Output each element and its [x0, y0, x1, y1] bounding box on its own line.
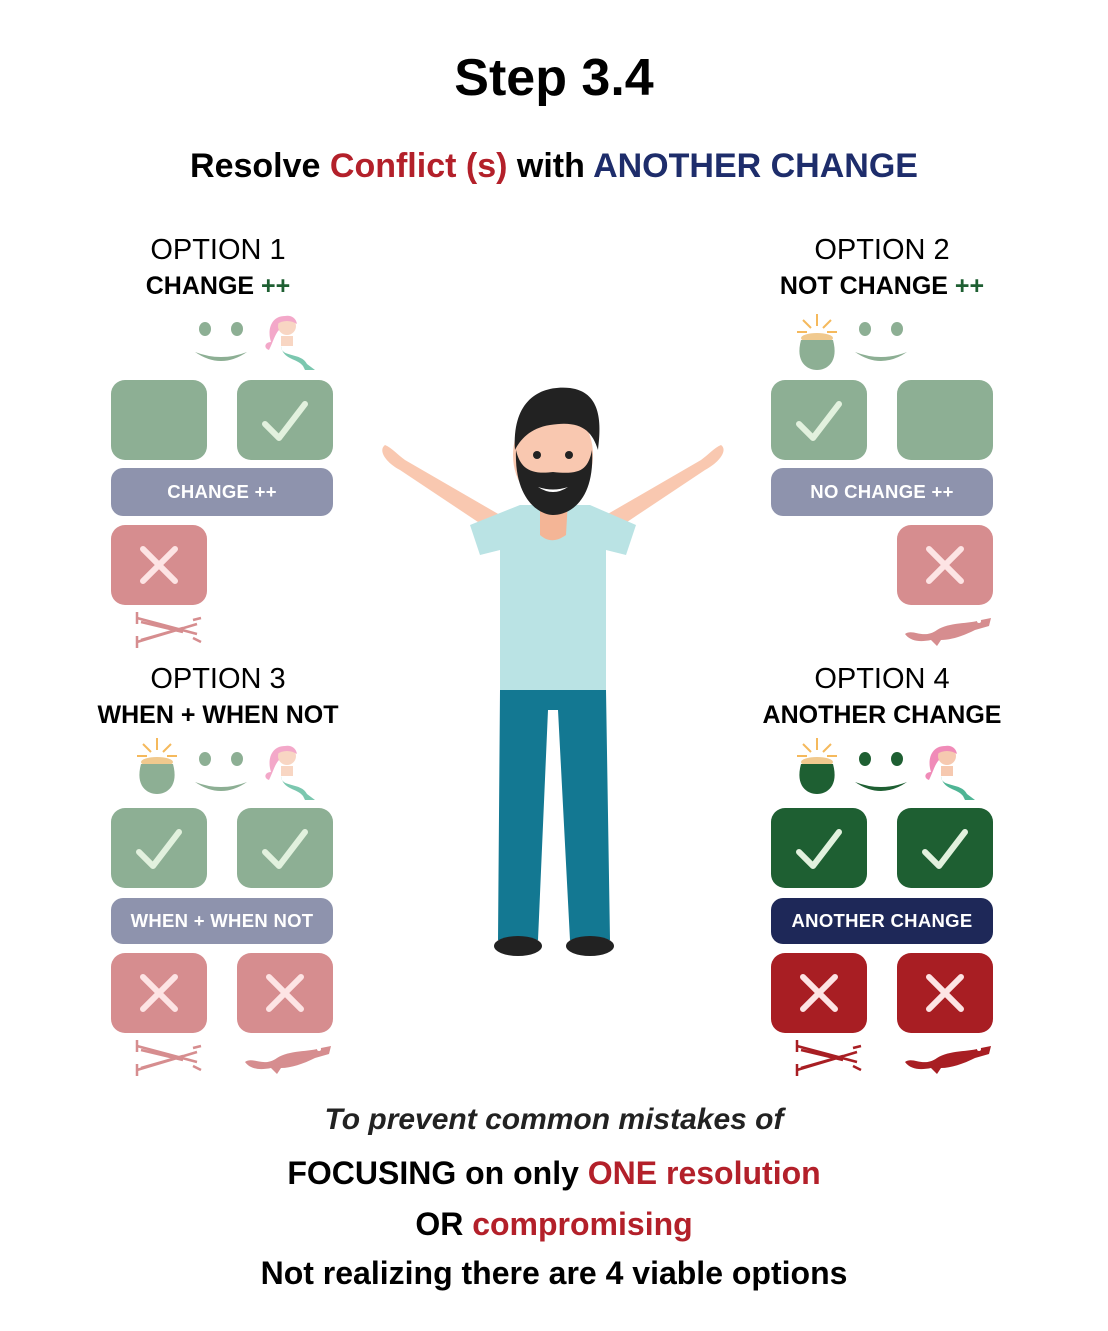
right-shoe [566, 936, 614, 956]
green-box [897, 380, 993, 460]
shirt [470, 505, 636, 695]
option-2-panel: NO CHANGE ++ [771, 312, 993, 652]
crutches-icon [133, 610, 203, 650]
x-box [771, 953, 867, 1033]
check-box [897, 808, 993, 888]
option-1-panel: CHANGE ++ [111, 312, 333, 652]
check-box [111, 808, 207, 888]
green-box [111, 380, 207, 460]
x-icon [917, 537, 973, 593]
left-shoe [494, 936, 542, 956]
arms [382, 445, 724, 530]
smile-icon [855, 752, 907, 796]
option-4-header: OPTION 4 ANOTHER CHANGE [722, 661, 1042, 733]
x-icon [131, 965, 187, 1021]
mermaid-icon [261, 312, 321, 376]
crocodile-icon [243, 1040, 333, 1076]
check-icon [257, 820, 313, 876]
option-name: CHANGE ++ [58, 268, 378, 304]
x-box [237, 953, 333, 1033]
mermaid-icon [261, 742, 321, 806]
check-icon [791, 820, 847, 876]
x-icon [257, 965, 313, 1021]
option-3-panel: WHEN + WHEN NOT [111, 740, 333, 1080]
check-icon [131, 820, 187, 876]
option-name: NOT CHANGE ++ [722, 268, 1042, 304]
page-title: Step 3.4 [454, 49, 654, 107]
option-bar: ANOTHER CHANGE [771, 898, 993, 944]
crutches-icon [793, 1038, 863, 1078]
check-icon [791, 392, 847, 448]
option-number: OPTION 3 [150, 663, 286, 695]
check-box [771, 380, 867, 460]
smile-icon [195, 322, 247, 366]
option-3-header: OPTION 3 WHEN + WHEN NOT [58, 661, 378, 733]
crocodile-icon [903, 1040, 993, 1076]
check-icon [917, 820, 973, 876]
x-icon [791, 965, 847, 1021]
option-number: OPTION 2 [814, 234, 950, 266]
plus-sign: ++ [261, 272, 291, 300]
pants [498, 690, 610, 940]
footer-highlight: compromising [472, 1206, 693, 1242]
footer-line-2: FOCUSING on only ONE resolution [0, 1155, 1108, 1192]
subtitle-another-change: ANOTHER CHANGE [593, 147, 918, 185]
pot-of-gold-icon [795, 736, 839, 796]
crutches-icon [133, 1038, 203, 1078]
x-icon [917, 965, 973, 1021]
option-number: OPTION 1 [150, 234, 286, 266]
subtitle-conflict: Conflict (s) [329, 147, 508, 185]
option-name: ANOTHER CHANGE [762, 701, 1002, 729]
check-icon [257, 392, 313, 448]
mermaid-icon [921, 742, 981, 806]
pot-of-gold-icon [795, 312, 839, 372]
footer-intro: To prevent common mistakes of [324, 1103, 784, 1136]
x-box [897, 953, 993, 1033]
option-bar: WHEN + WHEN NOT [111, 898, 333, 944]
option-bar: CHANGE ++ [111, 468, 333, 516]
footer-text: OR [415, 1206, 473, 1242]
x-box [897, 525, 993, 605]
check-box [237, 808, 333, 888]
plus-sign: ++ [954, 272, 985, 300]
option-number: OPTION 4 [814, 663, 950, 695]
smile-icon [855, 322, 907, 366]
x-icon [131, 537, 187, 593]
footer-line-4: Not realizing there are 4 viable options [260, 1255, 848, 1291]
footer-text: FOCUSING on only [287, 1155, 588, 1191]
check-box [237, 380, 333, 460]
head [513, 387, 600, 515]
subtitle-text: Resolve [190, 147, 330, 185]
x-box [111, 525, 207, 605]
option-name: WHEN + WHEN NOT [97, 701, 339, 729]
subtitle-text: with [507, 147, 594, 185]
option-bar: NO CHANGE ++ [771, 468, 993, 516]
person-illustration [382, 387, 724, 956]
check-box [771, 808, 867, 888]
footer-highlight: ONE resolution [587, 1155, 821, 1191]
smile-icon [195, 752, 247, 796]
footer-line-3: OR compromising [0, 1206, 1108, 1243]
subtitle: Resolve Conflict (s) with ANOTHER CHANGE [0, 147, 1108, 186]
option-4-panel: ANOTHER CHANGE [771, 740, 993, 1080]
pot-of-gold-icon [135, 736, 179, 796]
option-name-text: NOT CHANGE [779, 272, 955, 300]
x-box [111, 953, 207, 1033]
crocodile-icon [903, 612, 993, 648]
option-name-text: CHANGE [145, 272, 262, 300]
